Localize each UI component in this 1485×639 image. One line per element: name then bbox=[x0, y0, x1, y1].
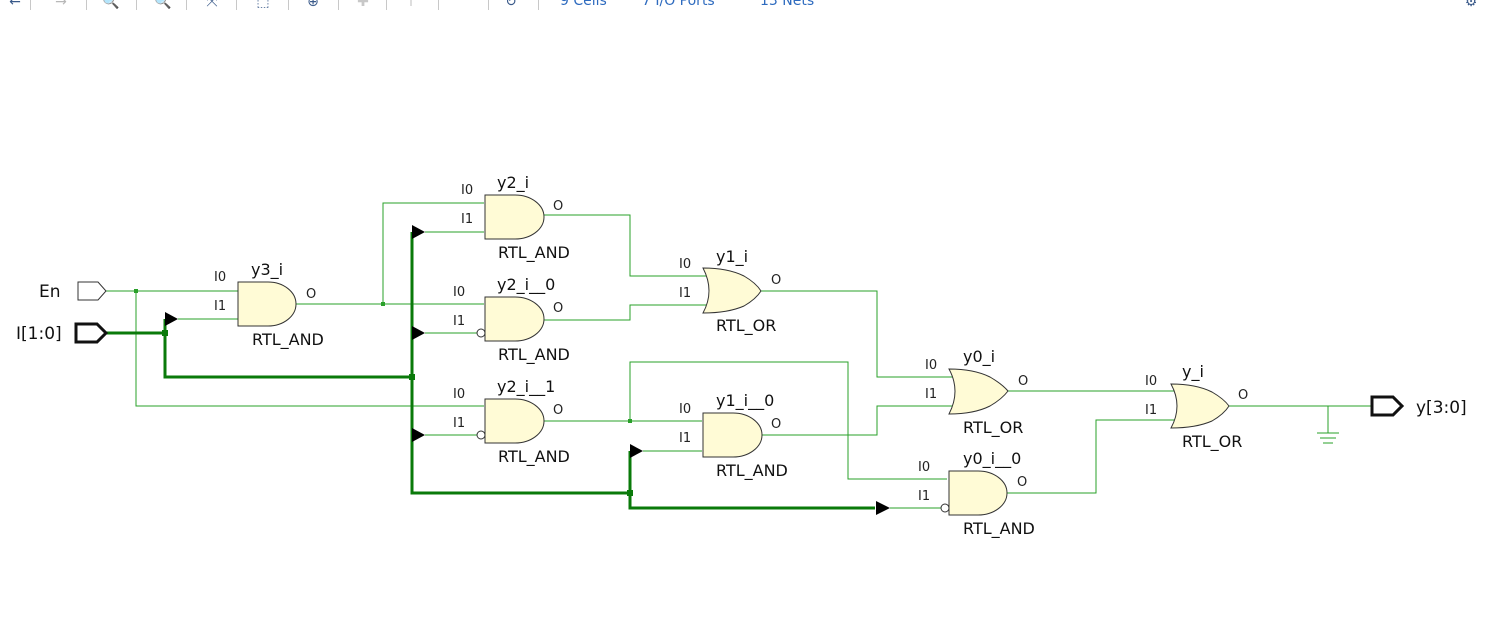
fit-icon[interactable]: ⤧ bbox=[206, 0, 218, 10]
cell-name: y0_i bbox=[963, 347, 995, 367]
cell-type: RTL_OR bbox=[963, 418, 1023, 438]
cell-type: RTL_AND bbox=[963, 519, 1035, 539]
net-y2_1-branch[interactable] bbox=[629, 361, 947, 480]
ports-link[interactable]: 7 I/O Ports bbox=[642, 0, 715, 9]
pin-i0: I0 bbox=[679, 257, 691, 272]
net-y3-branch[interactable] bbox=[382, 202, 484, 304]
cell-name: y1_i__0 bbox=[716, 391, 774, 411]
toolbar-separator bbox=[30, 0, 31, 10]
pin-i0: I0 bbox=[1145, 374, 1157, 389]
gear-icon[interactable]: ⚙ bbox=[1464, 0, 1478, 10]
cell-type: RTL_AND bbox=[498, 243, 570, 263]
port-en-label: En bbox=[39, 282, 61, 302]
toolbar-separator bbox=[288, 0, 289, 10]
port-en[interactable]: En bbox=[39, 281, 107, 302]
forward-icon: → bbox=[55, 0, 67, 10]
pin-i0: I0 bbox=[453, 285, 465, 300]
pin-o: O bbox=[1238, 388, 1248, 403]
toolbar-separator bbox=[86, 0, 87, 10]
pin-i0: I0 bbox=[918, 460, 930, 475]
net-y2[interactable] bbox=[544, 214, 708, 277]
zoom-in-icon[interactable]: 🔍 bbox=[102, 0, 120, 10]
pin-i1: I1 bbox=[925, 387, 937, 402]
net-y1[interactable] bbox=[760, 290, 953, 378]
pin-o: O bbox=[553, 301, 563, 316]
pin-i0: I0 bbox=[453, 387, 465, 402]
net-y0_0[interactable] bbox=[1006, 419, 1175, 494]
pin-o: O bbox=[1018, 374, 1028, 389]
cell-name: y1_i bbox=[716, 247, 748, 267]
toolbar-separator bbox=[386, 0, 387, 10]
pin-o: O bbox=[1017, 475, 1027, 490]
pin-icon: ↑ bbox=[405, 0, 417, 10]
net-en-branch[interactable] bbox=[135, 291, 484, 407]
port-y-label: y[3:0] bbox=[1416, 398, 1467, 418]
cells-link[interactable]: 9 Cells bbox=[560, 0, 607, 9]
back-icon[interactable]: ← bbox=[9, 0, 21, 10]
bus-i[interactable] bbox=[105, 232, 875, 510]
gate-y0_i[interactable]: I0 I1 O y0_i RTL_OR bbox=[925, 347, 1028, 438]
gate-y0_i__0[interactable]: I0 I1 O y0_i__0 RTL_AND bbox=[918, 449, 1035, 539]
bus-rippers bbox=[165, 225, 890, 515]
nets-link[interactable]: 13 Nets bbox=[760, 0, 815, 9]
net-y1_0[interactable] bbox=[762, 405, 953, 436]
pin-i1: I1 bbox=[453, 314, 465, 329]
gate-y2_i__1[interactable]: I0 I1 O y2_i__1 RTL_AND bbox=[453, 377, 570, 467]
pin-o: O bbox=[771, 273, 781, 288]
toolbar-separator bbox=[236, 0, 237, 10]
gate-y2_i__0[interactable]: I0 I1 O y2_i__0 RTL_AND bbox=[453, 275, 570, 365]
pin-i1: I1 bbox=[679, 286, 691, 301]
cell-type: RTL_OR bbox=[716, 316, 776, 336]
nets bbox=[105, 202, 1372, 509]
cell-type: RTL_OR bbox=[1182, 432, 1242, 452]
gate-y1_i[interactable]: I0 I1 O y1_i RTL_OR bbox=[679, 247, 781, 336]
toolbar: ← → 🔍 🔍 ⤧ ⬚ ⊕ ✚ ↑ ↻ 9 Cells 7 I/O Ports … bbox=[0, 0, 1485, 12]
toolbar-separator bbox=[438, 0, 439, 10]
gate-y_i[interactable]: I0 I1 O y_i RTL_OR bbox=[1145, 362, 1248, 452]
pin-i0: I0 bbox=[461, 183, 473, 198]
pin-i1: I1 bbox=[214, 299, 226, 314]
toolbar-separator bbox=[538, 0, 539, 10]
gate-y3_i[interactable]: I0 I1 O y3_i RTL_AND bbox=[214, 260, 324, 350]
pin-o: O bbox=[771, 417, 781, 432]
pin-i1: I1 bbox=[453, 416, 465, 431]
toolbar-separator bbox=[488, 0, 489, 10]
zoom-out-icon[interactable]: 🔍 bbox=[154, 0, 172, 10]
pin-o: O bbox=[306, 287, 316, 302]
cell-type: RTL_AND bbox=[716, 461, 788, 481]
cell-name: y2_i__1 bbox=[497, 377, 555, 397]
pin-o: O bbox=[553, 403, 563, 418]
gate-y1_i__0[interactable]: I0 I1 O y1_i__0 RTL_AND bbox=[679, 391, 788, 481]
refresh-icon[interactable]: ↻ bbox=[505, 0, 517, 10]
pin-o: O bbox=[553, 199, 563, 214]
cell-type: RTL_AND bbox=[498, 345, 570, 365]
pin-i0: I0 bbox=[679, 402, 691, 417]
port-i[interactable]: I[1:0] bbox=[16, 322, 109, 344]
port-y[interactable]: y[3:0] bbox=[1370, 395, 1467, 418]
pin-i1: I1 bbox=[1145, 403, 1157, 418]
port-i-label: I[1:0] bbox=[16, 324, 62, 344]
toolbar-separator bbox=[186, 0, 187, 10]
zoom-area-icon[interactable]: ⬚ bbox=[256, 0, 270, 10]
pin-i0: I0 bbox=[214, 270, 226, 285]
toolbar-separator bbox=[136, 0, 137, 10]
gate-y2_i[interactable]: I0 I1 O y2_i RTL_AND bbox=[461, 173, 570, 263]
cell-name: y2_i__0 bbox=[497, 275, 555, 295]
cell-name: y_i bbox=[1182, 362, 1204, 382]
cell-type: RTL_AND bbox=[498, 447, 570, 467]
junctions bbox=[134, 289, 633, 496]
net-y2_0[interactable] bbox=[544, 304, 708, 321]
add-icon: ✚ bbox=[357, 0, 369, 10]
cell-type: RTL_AND bbox=[252, 330, 324, 350]
pin-i1: I1 bbox=[679, 431, 691, 446]
pin-i0: I0 bbox=[925, 358, 937, 373]
toolbar-separator bbox=[338, 0, 339, 10]
pin-i1: I1 bbox=[918, 489, 930, 504]
select-icon[interactable]: ⊕ bbox=[307, 0, 319, 10]
cell-name: y3_i bbox=[251, 260, 283, 280]
cell-name: y2_i bbox=[497, 173, 529, 193]
pin-i1: I1 bbox=[461, 212, 473, 227]
cell-name: y0_i__0 bbox=[963, 449, 1021, 469]
